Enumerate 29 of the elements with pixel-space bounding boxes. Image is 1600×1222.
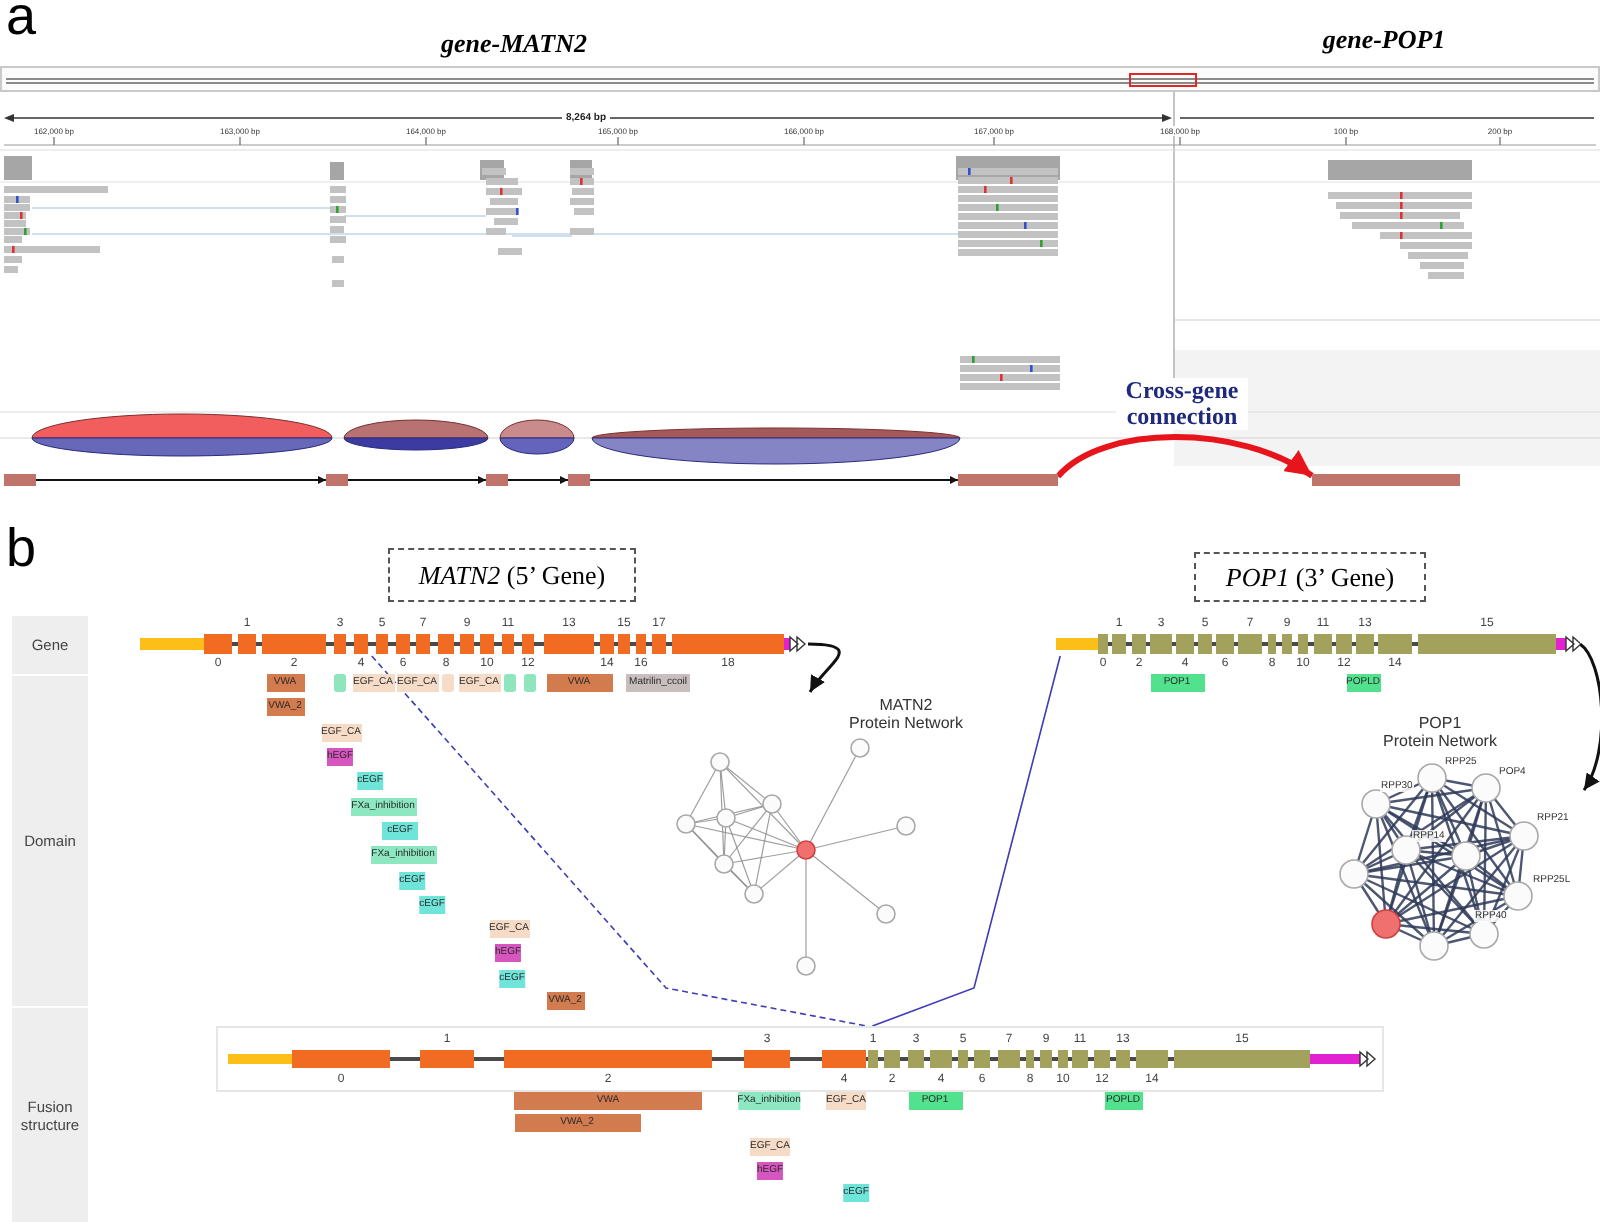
exon-bar (568, 474, 590, 486)
fusion-track-frame (216, 1026, 1384, 1092)
arrow (589, 476, 959, 484)
gene-title: gene-POP1 (1322, 24, 1446, 54)
edge-label: Cross-gene connection (1116, 378, 1248, 430)
exon-bar (486, 474, 508, 486)
domain-box (504, 674, 516, 692)
domain-box (334, 674, 346, 692)
title-box: MATN2 (5’ Gene) (388, 548, 636, 602)
arrow (807, 642, 841, 693)
exon-bar (958, 474, 1058, 486)
arrow (1055, 434, 1314, 479)
exon-bar (4, 474, 36, 486)
arrow (35, 476, 327, 484)
panel-letter: a (6, 0, 37, 32)
network-title: MATN2 Protein Network (849, 696, 963, 732)
arrow (1578, 642, 1600, 791)
exon-bar (1312, 474, 1460, 486)
arrow (507, 476, 569, 484)
title-box: POP1 (3’ Gene) (1194, 552, 1426, 602)
network-title: POP1 Protein Network (1383, 714, 1497, 750)
arrow (347, 476, 487, 484)
panel-letter: b (6, 524, 37, 572)
domain-box (524, 674, 536, 692)
gene-title: gene-MATN2 (441, 28, 587, 58)
domain-box (442, 674, 454, 692)
exon-bar (326, 474, 348, 486)
connector-line (871, 655, 1061, 1027)
connector-line (371, 655, 868, 1027)
